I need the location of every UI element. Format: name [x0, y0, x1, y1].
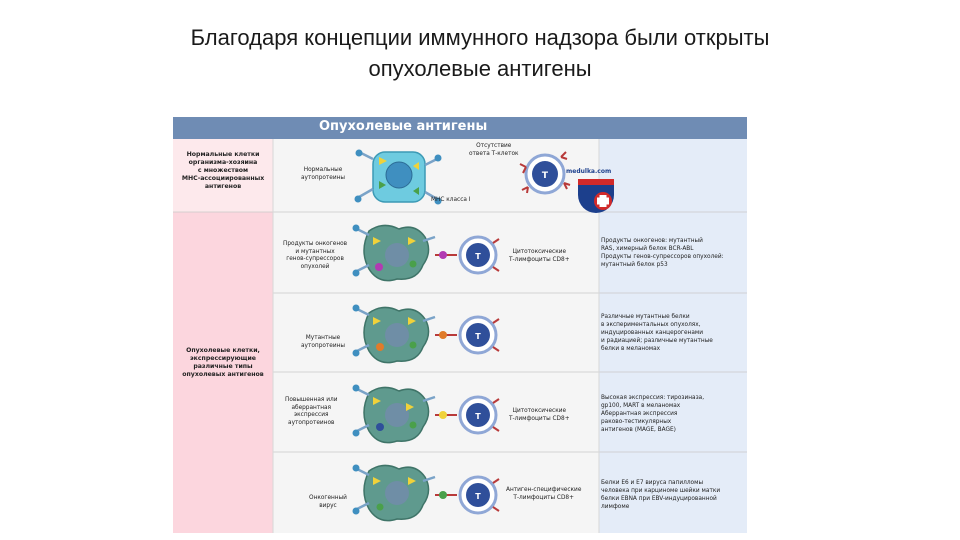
desc-line: Различные мутантные белки [601, 313, 745, 321]
svg-text:T: T [475, 332, 481, 341]
t-cell-icon: T [460, 477, 496, 513]
slide-title-line2: опухолевые антигены [0, 53, 960, 84]
label-line: Т-лимфоциты CD8+ [509, 416, 570, 424]
desc-line: индуцированных канцерогенами [601, 329, 745, 337]
label-line: Нормальные [301, 167, 345, 175]
desc-line: лимфоме [601, 503, 745, 511]
desc-line: Продукты онкогенов: мутантный [601, 237, 745, 245]
label-line: Антиген-специфические [506, 487, 581, 495]
row-label-line: антигенов [173, 183, 273, 191]
label-cd8-row2: Цитотоксические Т-лимфоциты CD8+ [509, 249, 570, 264]
tumor-cell-row5 [364, 465, 429, 520]
label-line: вирус [309, 503, 347, 511]
label-mhc: МНС класса I [431, 197, 471, 205]
desc-line: Аберрантная экспрессия [601, 410, 745, 418]
desc-line: белки EBNA при EBV-индуцированной [601, 495, 745, 503]
label-line: ответа Т-клеток [469, 151, 519, 159]
label-line: и мутантных [283, 249, 347, 257]
label-line: аутопротеины [301, 343, 345, 351]
description-mutant: Различные мутантные белки в эксперимента… [601, 313, 745, 353]
label-no-tcell-response: Отсутствие ответа Т-клеток [469, 143, 519, 158]
svg-text:T: T [475, 412, 481, 421]
label-mutant-self: Мутантные аутопротеины [301, 335, 345, 350]
row-label-line: с множеством [173, 167, 273, 175]
row-label-normal: Нормальные клетки организма-хозяина с мн… [173, 151, 273, 191]
label-overexpression: Повышенная или аберрантная экспрессия ау… [285, 397, 337, 427]
slide-title-line1: Благодаря концепции иммунного надзора бы… [0, 22, 960, 53]
row-label-line: МНС-ассоциированных [173, 175, 273, 183]
label-line: Т-лимфоциты CD8+ [506, 495, 581, 503]
label-line: Онкогенный [309, 495, 347, 503]
row-label-line: опухолевых антигенов [173, 371, 273, 379]
label-line: аберрантная [285, 405, 337, 413]
desc-line: и радиацией; различные мутантные [601, 337, 745, 345]
description-oncogene: Продукты онкогенов: мутантный RAS, химер… [601, 237, 745, 269]
label-line: Отсутствие [469, 143, 519, 151]
label-line: Мутантные [301, 335, 345, 343]
label-line: Повышенная или [285, 397, 337, 405]
label-line: Цитотоксические [509, 408, 570, 416]
desc-line: раково-тестикулярных [601, 418, 745, 426]
t-cell-icon: T [460, 237, 496, 273]
desc-line: Белки Е6 и Е7 вируса папилломы [601, 479, 745, 487]
label-oncogenic-virus: Онкогенный вирус [309, 495, 347, 510]
svg-text:T: T [475, 252, 481, 261]
description-overexpression: Высокая экспрессия: тирозиназа, gp100, M… [601, 394, 745, 434]
tumor-cell-row2 [364, 225, 429, 280]
desc-line: мутантный белок р53 [601, 261, 745, 269]
row-label-line: организма-хозяина [173, 159, 273, 167]
row-label-tumor: Опухолевые клетки, экспрессирующие разли… [173, 347, 273, 379]
svg-text:T: T [475, 492, 481, 501]
t-cell-letter: T [542, 171, 549, 181]
label-line: Продукты онкогенов [283, 241, 347, 249]
label-cd8-row4: Цитотоксические Т-лимфоциты CD8+ [509, 408, 570, 423]
t-cell-icon: T [526, 155, 564, 193]
tumor-cell-row3 [364, 307, 429, 362]
desc-line: gp100, MART в меланомах [601, 402, 745, 410]
row-label-line: Нормальные клетки [173, 151, 273, 159]
label-line: Цитотоксические [509, 249, 570, 257]
slide-title: Благодаря концепции иммунного надзора бы… [0, 22, 960, 84]
label-line: Т-лимфоциты CD8+ [509, 257, 570, 265]
label-oncogene-products: Продукты онкогенов и мутантных генов-суп… [283, 241, 347, 271]
figure-header: Опухолевые антигены [173, 117, 747, 139]
desc-line: Продукты генов-супрессоров опухолей: [601, 253, 745, 261]
label-line: опухолей [283, 264, 347, 272]
desc-line: RAS, химерный белок BCR-ABL [601, 245, 745, 253]
label-line: аутопротеины [301, 175, 345, 183]
desc-line: белки в меланомах [601, 345, 745, 353]
row-label-line: экспрессирующие [173, 355, 273, 363]
label-line: генов-супрессоров [283, 256, 347, 264]
label-antigen-specific-cd8: Антиген-специфические Т-лимфоциты CD8+ [506, 487, 581, 502]
desc-line: человека при карциноме шейки матки [601, 487, 745, 495]
watermark-text: medulka.com [566, 168, 611, 175]
label-line: экспрессия [285, 412, 337, 420]
label-normal-self: Нормальные аутопротеины [301, 167, 345, 182]
label-line: МНС класса I [431, 197, 471, 205]
label-line: аутопротеинов [285, 420, 337, 428]
t-cell-icon: T [460, 397, 496, 433]
t-cell-icon: T [460, 317, 496, 353]
figure-header-title: Опухолевые антигены [319, 119, 487, 134]
description-virus: Белки Е6 и Е7 вируса папилломы человека … [601, 479, 745, 511]
normal-cell-icon [373, 152, 425, 202]
tumor-antigens-figure: T [173, 117, 747, 533]
desc-line: антигенов (MAGE, BAGE) [601, 426, 745, 434]
row-label-line: различные типы [173, 363, 273, 371]
row-label-line: Опухолевые клетки, [173, 347, 273, 355]
tumor-cell-row4 [364, 387, 429, 442]
desc-line: в экспериментальных опухолях, [601, 321, 745, 329]
desc-line: Высокая экспрессия: тирозиназа, [601, 394, 745, 402]
